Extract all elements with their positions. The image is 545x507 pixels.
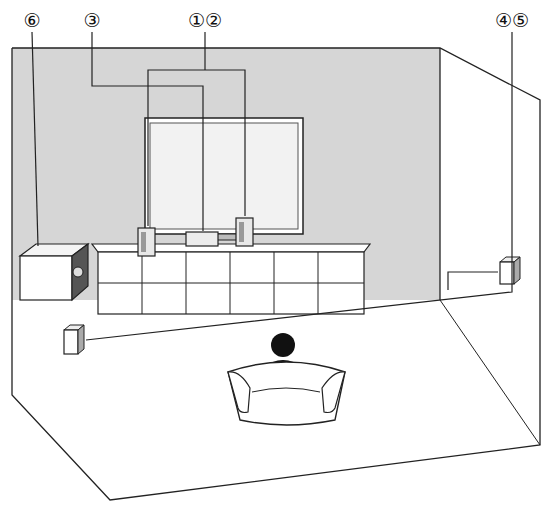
- callout-number: ④⑤: [494, 10, 530, 30]
- callout-number: ③: [82, 10, 101, 30]
- floor-edge: [440, 300, 540, 445]
- room-outline: [12, 48, 540, 500]
- sofa-listener: [228, 333, 345, 425]
- callout-number: ⑥: [22, 10, 41, 30]
- tv-cabinet: [92, 244, 370, 314]
- television: [145, 118, 303, 240]
- center-speaker: [186, 232, 218, 246]
- floor: [12, 300, 540, 500]
- front-right-speaker: [236, 218, 253, 246]
- front-left-speaker: [138, 228, 155, 256]
- leader-lines: [32, 32, 512, 340]
- wall-edge: [439, 48, 440, 300]
- callout-number: ①②: [187, 10, 223, 30]
- subwoofer: [20, 244, 88, 300]
- surround-left-speaker: [64, 325, 84, 354]
- surround-right-speaker: [500, 257, 520, 284]
